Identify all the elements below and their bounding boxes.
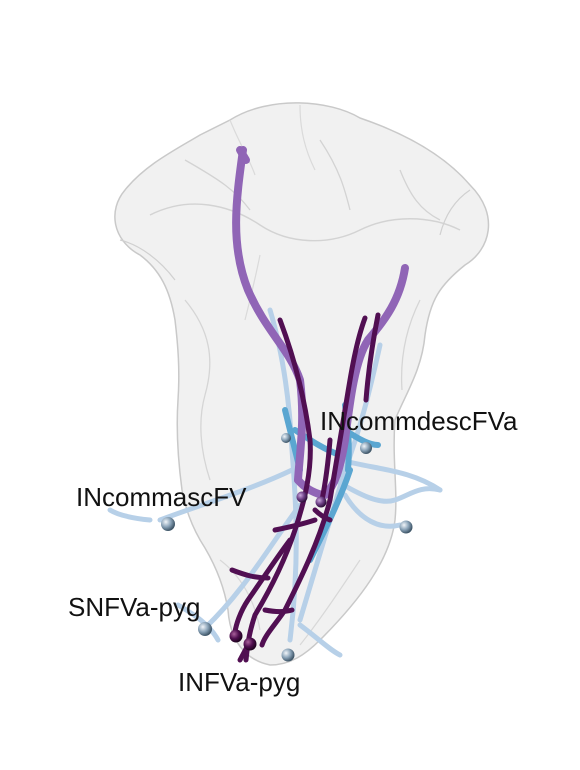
label-infva-pyg: INFVa-pyg xyxy=(178,667,301,697)
soma-right xyxy=(399,520,413,534)
brain-mesh-fold xyxy=(149,203,461,242)
brain-mesh-fold xyxy=(219,559,361,646)
neuron-dark-purple xyxy=(229,312,381,663)
brain-mesh-fold xyxy=(119,189,471,281)
label-incommdescfva: INcommdescFVa xyxy=(320,406,518,436)
neuron-purple xyxy=(232,146,409,499)
somata xyxy=(161,433,413,662)
brain-mesh-fold xyxy=(184,139,441,221)
soma-incommdescfva xyxy=(360,442,372,454)
soma-lower xyxy=(281,648,295,662)
soma-purple-a xyxy=(296,491,308,503)
label-snfva-pyg: SNFVa-pyg xyxy=(68,592,201,622)
label-incommascfv: INcommascFV xyxy=(76,482,247,512)
soma-incommdescfva-left xyxy=(281,433,291,443)
soma-infva-pyg-b xyxy=(243,637,257,651)
neuron-light-blue xyxy=(107,307,443,658)
soma-snfva-pyg xyxy=(198,622,212,636)
brain-mesh-fold xyxy=(400,299,421,391)
soma-incommascfv xyxy=(161,517,175,531)
soma-purple-b xyxy=(315,496,327,508)
soma-infva-pyg-a xyxy=(229,629,243,643)
brain-mesh-fold xyxy=(184,299,211,481)
